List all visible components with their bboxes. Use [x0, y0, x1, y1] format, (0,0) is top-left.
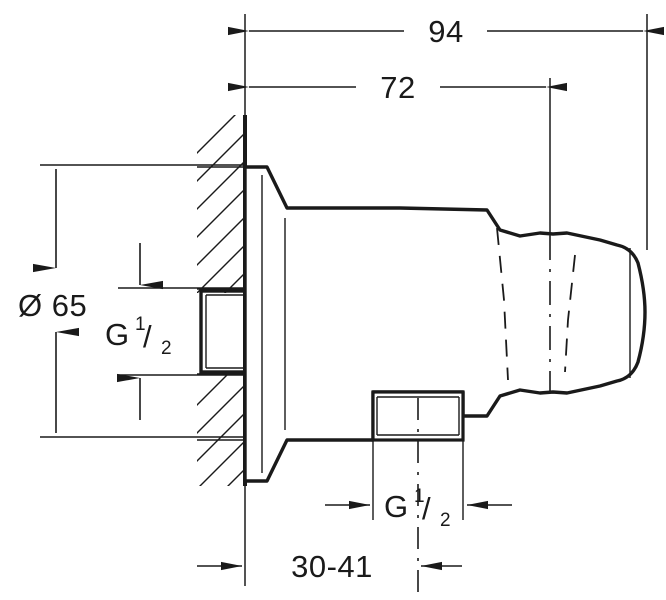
outlet-thread-slash: /	[422, 491, 431, 526]
hidden-detail-lines	[496, 227, 576, 381]
inlet-thread-denominator: 2	[161, 338, 172, 359]
outlet-thread-prefix: G	[384, 489, 409, 524]
dimension-94: 94	[228, 14, 664, 49]
wall-boundary-lines	[197, 166, 245, 441]
inlet-thread-prefix: G	[105, 317, 130, 352]
dimension-diameter-65: Ø 65	[18, 164, 243, 438]
dimension-72: 72	[228, 70, 567, 105]
dimension-outlet-thread-g-half: G 1 / 2	[325, 440, 512, 531]
outlet-thread-label-group: G 1 / 2	[384, 486, 451, 531]
dimension-94-label: 94	[428, 14, 463, 49]
dimension-30-41: 30-41	[197, 549, 462, 584]
inlet-bore-thread	[199, 289, 247, 374]
wall-hatch-lower	[197, 372, 245, 486]
flange-inner-lines	[261, 175, 286, 473]
inlet-thread-numerator: 1	[135, 314, 146, 335]
dimension-72-label: 72	[380, 70, 415, 105]
outlet-thread-numerator: 1	[414, 486, 425, 507]
dimension-inlet-thread-g-half: G 1 / 2	[105, 243, 243, 420]
body-outline	[243, 165, 647, 483]
dimension-diameter-65-label: Ø 65	[18, 288, 87, 323]
wall-hatch-upper	[197, 115, 245, 293]
inlet-thread-slash: /	[143, 319, 152, 354]
outlet-thread-denominator: 2	[440, 510, 451, 531]
dimension-30-41-label: 30-41	[291, 549, 373, 584]
inlet-thread-label-group: G 1 / 2	[105, 314, 172, 359]
